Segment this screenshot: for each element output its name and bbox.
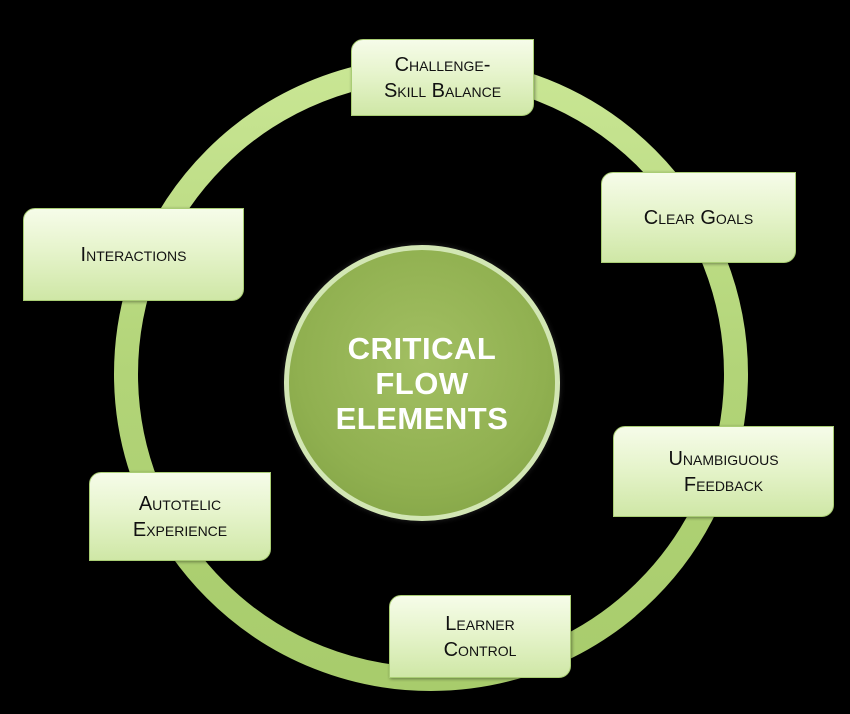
node-label-line: Experience — [132, 518, 228, 541]
node-label-line: Skill Balance — [383, 79, 502, 102]
center-title-line-2: FLOW — [375, 365, 469, 401]
node-learner-control: Learner Control — [389, 595, 571, 678]
node-autotelic-experience: Autotelic Experience — [89, 472, 271, 561]
node-clear-goals: Clear Goals — [601, 172, 796, 263]
node-challenge-skill-balance: Challenge- Skill Balance — [351, 39, 534, 116]
center-title-line-1: CRITICAL — [347, 330, 497, 366]
node-label-line: Interactions — [80, 243, 187, 266]
node-label-line: Unambiguous — [668, 447, 779, 470]
node-label-line: Learner — [445, 612, 515, 635]
node-interactions: Interactions — [23, 208, 244, 301]
node-label-line: Control — [443, 638, 517, 661]
node-label-line: Feedback — [683, 473, 764, 496]
center-circle: CRITICAL FLOW ELEMENTS — [284, 245, 560, 521]
node-label-line: Clear Goals — [643, 206, 754, 229]
center-title-line-3: ELEMENTS — [335, 400, 509, 436]
node-label-line: Challenge- — [394, 53, 491, 76]
node-unambiguous-feedback: Unambiguous Feedback — [613, 426, 834, 517]
node-label-line: Autotelic — [138, 492, 222, 515]
